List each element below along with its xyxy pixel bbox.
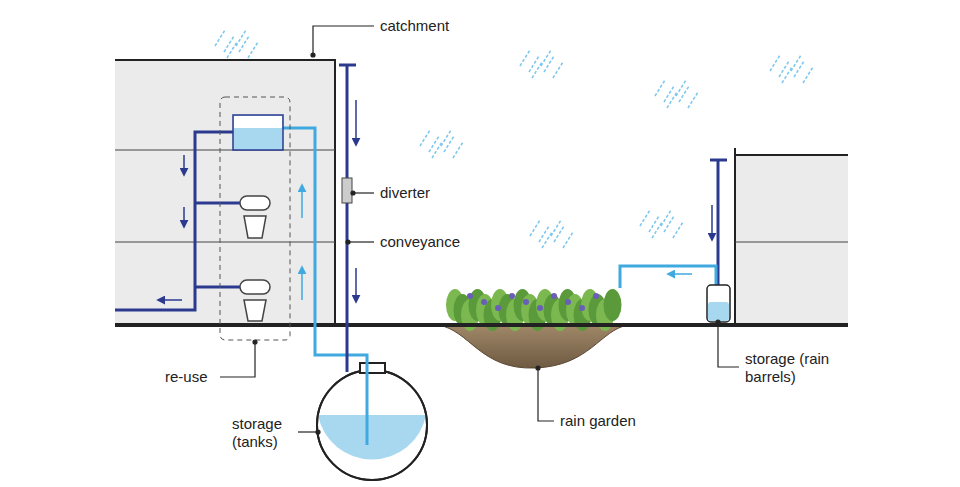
- rain-streak: [553, 62, 563, 78]
- rain-streak: [554, 226, 564, 242]
- flow-arrow: [301, 267, 303, 300]
- rain-streak: [782, 67, 792, 83]
- storage-tank: [317, 370, 427, 480]
- plant-flower: [537, 305, 543, 311]
- rain-streak: [640, 210, 650, 226]
- plant-flower: [509, 293, 515, 299]
- rain-streak: [803, 67, 813, 83]
- callout-label: conveyance: [380, 233, 500, 251]
- barrel-water: [708, 302, 729, 321]
- rain-streak: [239, 36, 249, 52]
- floor-line: [115, 242, 335, 243]
- plant-leaf: [604, 289, 622, 321]
- rain-garden-soil: [438, 325, 628, 368]
- leader-lines: [220, 26, 739, 434]
- rain-streak: [794, 61, 804, 77]
- rain-streak: [532, 62, 542, 78]
- rain-streak: [432, 142, 442, 158]
- rain-streak: [420, 130, 430, 146]
- rain-streak: [520, 50, 530, 66]
- reuse-bracket: [220, 97, 290, 340]
- plant-flower: [523, 299, 529, 305]
- toilet: [240, 280, 270, 321]
- rain-streak: [770, 55, 780, 71]
- storage-tank: [317, 370, 427, 480]
- header-tank: [233, 115, 283, 150]
- tank-water: [318, 415, 426, 460]
- rain-streak: [652, 222, 662, 238]
- diverter-box: [342, 178, 352, 203]
- floor-line: [735, 242, 848, 243]
- rain-streak: [544, 56, 554, 72]
- callout-label: re-use: [165, 368, 225, 386]
- downpipe: [346, 65, 349, 372]
- building-outline: [735, 148, 848, 325]
- flow-arrow: [183, 155, 185, 175]
- rain-streak: [664, 216, 674, 232]
- plant-flower: [579, 305, 585, 311]
- rain-streak: [679, 86, 689, 102]
- rain-streak: [215, 30, 225, 46]
- floor-line: [115, 150, 335, 151]
- flow-arrow: [183, 207, 185, 227]
- flow-arrow: [158, 299, 182, 301]
- callout-label: storage (rain barrels): [745, 350, 855, 386]
- plant-flower: [481, 299, 487, 305]
- flow-arrow: [301, 185, 303, 218]
- flow-arrow: [355, 100, 357, 145]
- rain-streak: [667, 92, 677, 108]
- rain-streak: [688, 92, 698, 108]
- header-tank-air: [234, 116, 282, 128]
- rain-streak: [248, 42, 258, 58]
- building: [115, 60, 335, 325]
- plant-flower: [593, 293, 599, 299]
- rain-streak: [563, 232, 573, 248]
- plant-flower: [551, 293, 557, 299]
- rain-streak: [530, 220, 540, 236]
- callout-label: catchment: [380, 17, 500, 35]
- plant-flower: [495, 305, 501, 311]
- supply-pipe: [115, 132, 240, 310]
- flow-arrow: [355, 268, 357, 302]
- rain-streak: [542, 232, 552, 248]
- plant-flower: [467, 293, 473, 299]
- building: [735, 155, 848, 325]
- rain-streak: [444, 136, 454, 152]
- rain-streak: [227, 42, 237, 58]
- overflow-pipe: [620, 266, 716, 306]
- rain-streak: [673, 222, 683, 238]
- flow-arrow: [711, 205, 713, 240]
- downpipe-cap: [710, 159, 727, 162]
- toilet: [240, 196, 270, 238]
- callout-label: storage (tanks): [232, 415, 296, 451]
- plant-flower: [565, 299, 571, 305]
- building-outline: [115, 60, 335, 325]
- pump-pipe: [283, 128, 367, 445]
- rain-barrel: [707, 285, 730, 322]
- callout-label: rain garden: [560, 412, 670, 430]
- ground-line: [115, 323, 848, 327]
- rain-streak: [453, 142, 463, 158]
- tank-neck: [360, 363, 385, 373]
- rain-streak: [655, 80, 665, 96]
- downpipe-cap: [339, 64, 356, 67]
- flow-arrow: [668, 273, 692, 275]
- callout-label: diverter: [380, 184, 480, 202]
